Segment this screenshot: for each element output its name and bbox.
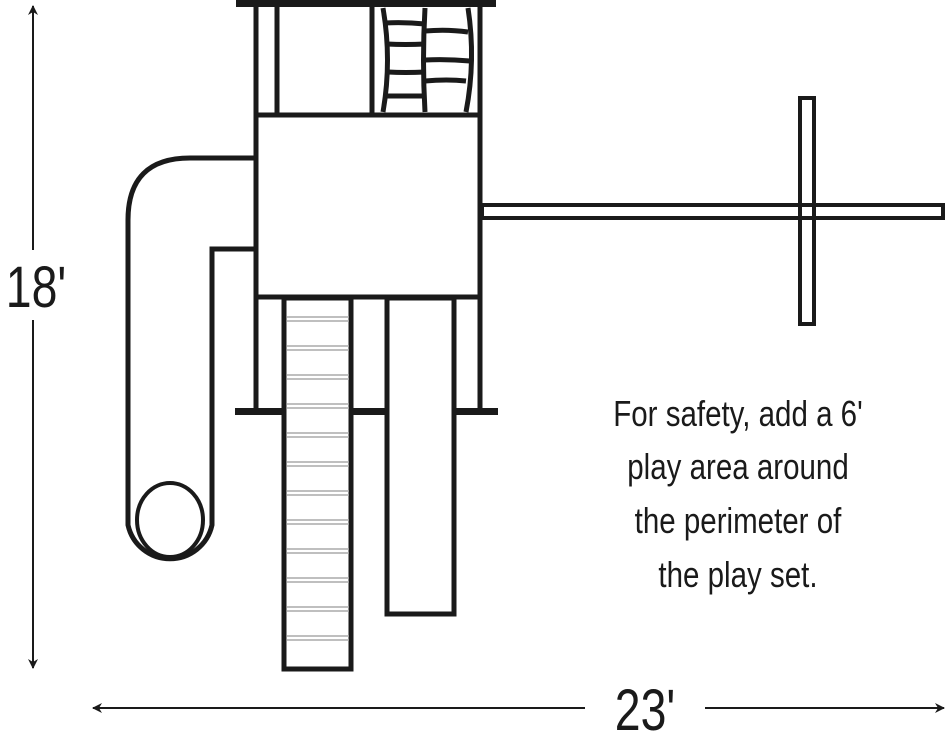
tube-slide — [125, 155, 254, 562]
note-line-4: the play set. — [658, 554, 817, 594]
width-label: 23' — [615, 678, 675, 743]
note-line-2: play area around — [627, 446, 848, 486]
climbing-net — [380, 7, 475, 113]
height-dimension: 18' — [6, 5, 66, 669]
note-line-1: For safety, add a 6' — [613, 393, 862, 433]
deck — [253, 112, 483, 300]
ramp-ladder — [281, 295, 354, 672]
height-label: 18' — [6, 255, 66, 320]
safety-note: For safety, add a 6' play area around th… — [613, 393, 862, 594]
straight-slide — [384, 295, 457, 617]
width-dimension: 23' — [92, 678, 945, 743]
upper-frame — [236, 0, 496, 113]
note-line-3: the perimeter of — [635, 500, 842, 540]
swing-beam — [480, 96, 945, 326]
base-frame — [235, 297, 498, 415]
